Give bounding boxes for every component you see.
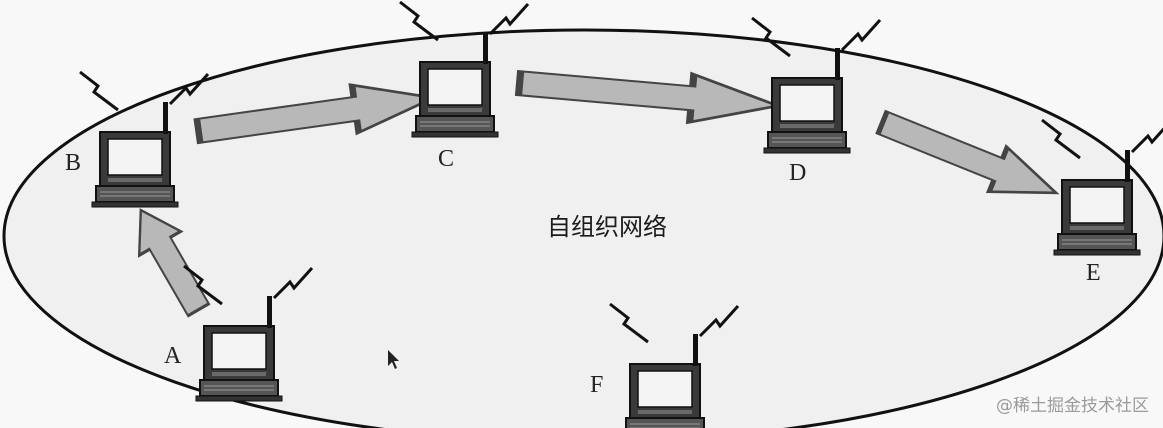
node-label-a: A [164, 343, 182, 369]
arrow-d-to-e [875, 109, 1060, 195]
arrow-b-to-c [193, 83, 439, 145]
mouse-cursor-icon [388, 350, 399, 369]
node-label-e: E [1086, 260, 1101, 286]
arrow-a-to-b [137, 208, 211, 318]
node-label-c: C [438, 146, 455, 172]
node-label-d: D [789, 160, 807, 186]
link-arrows [137, 69, 1060, 318]
watermark: @稀土掘金技术社区 [996, 396, 1149, 416]
node-label-f: F [590, 372, 604, 398]
node-label-b: B [65, 150, 82, 176]
network-title: 自组织网络 [547, 213, 667, 241]
arrow-c-to-d [514, 69, 783, 125]
